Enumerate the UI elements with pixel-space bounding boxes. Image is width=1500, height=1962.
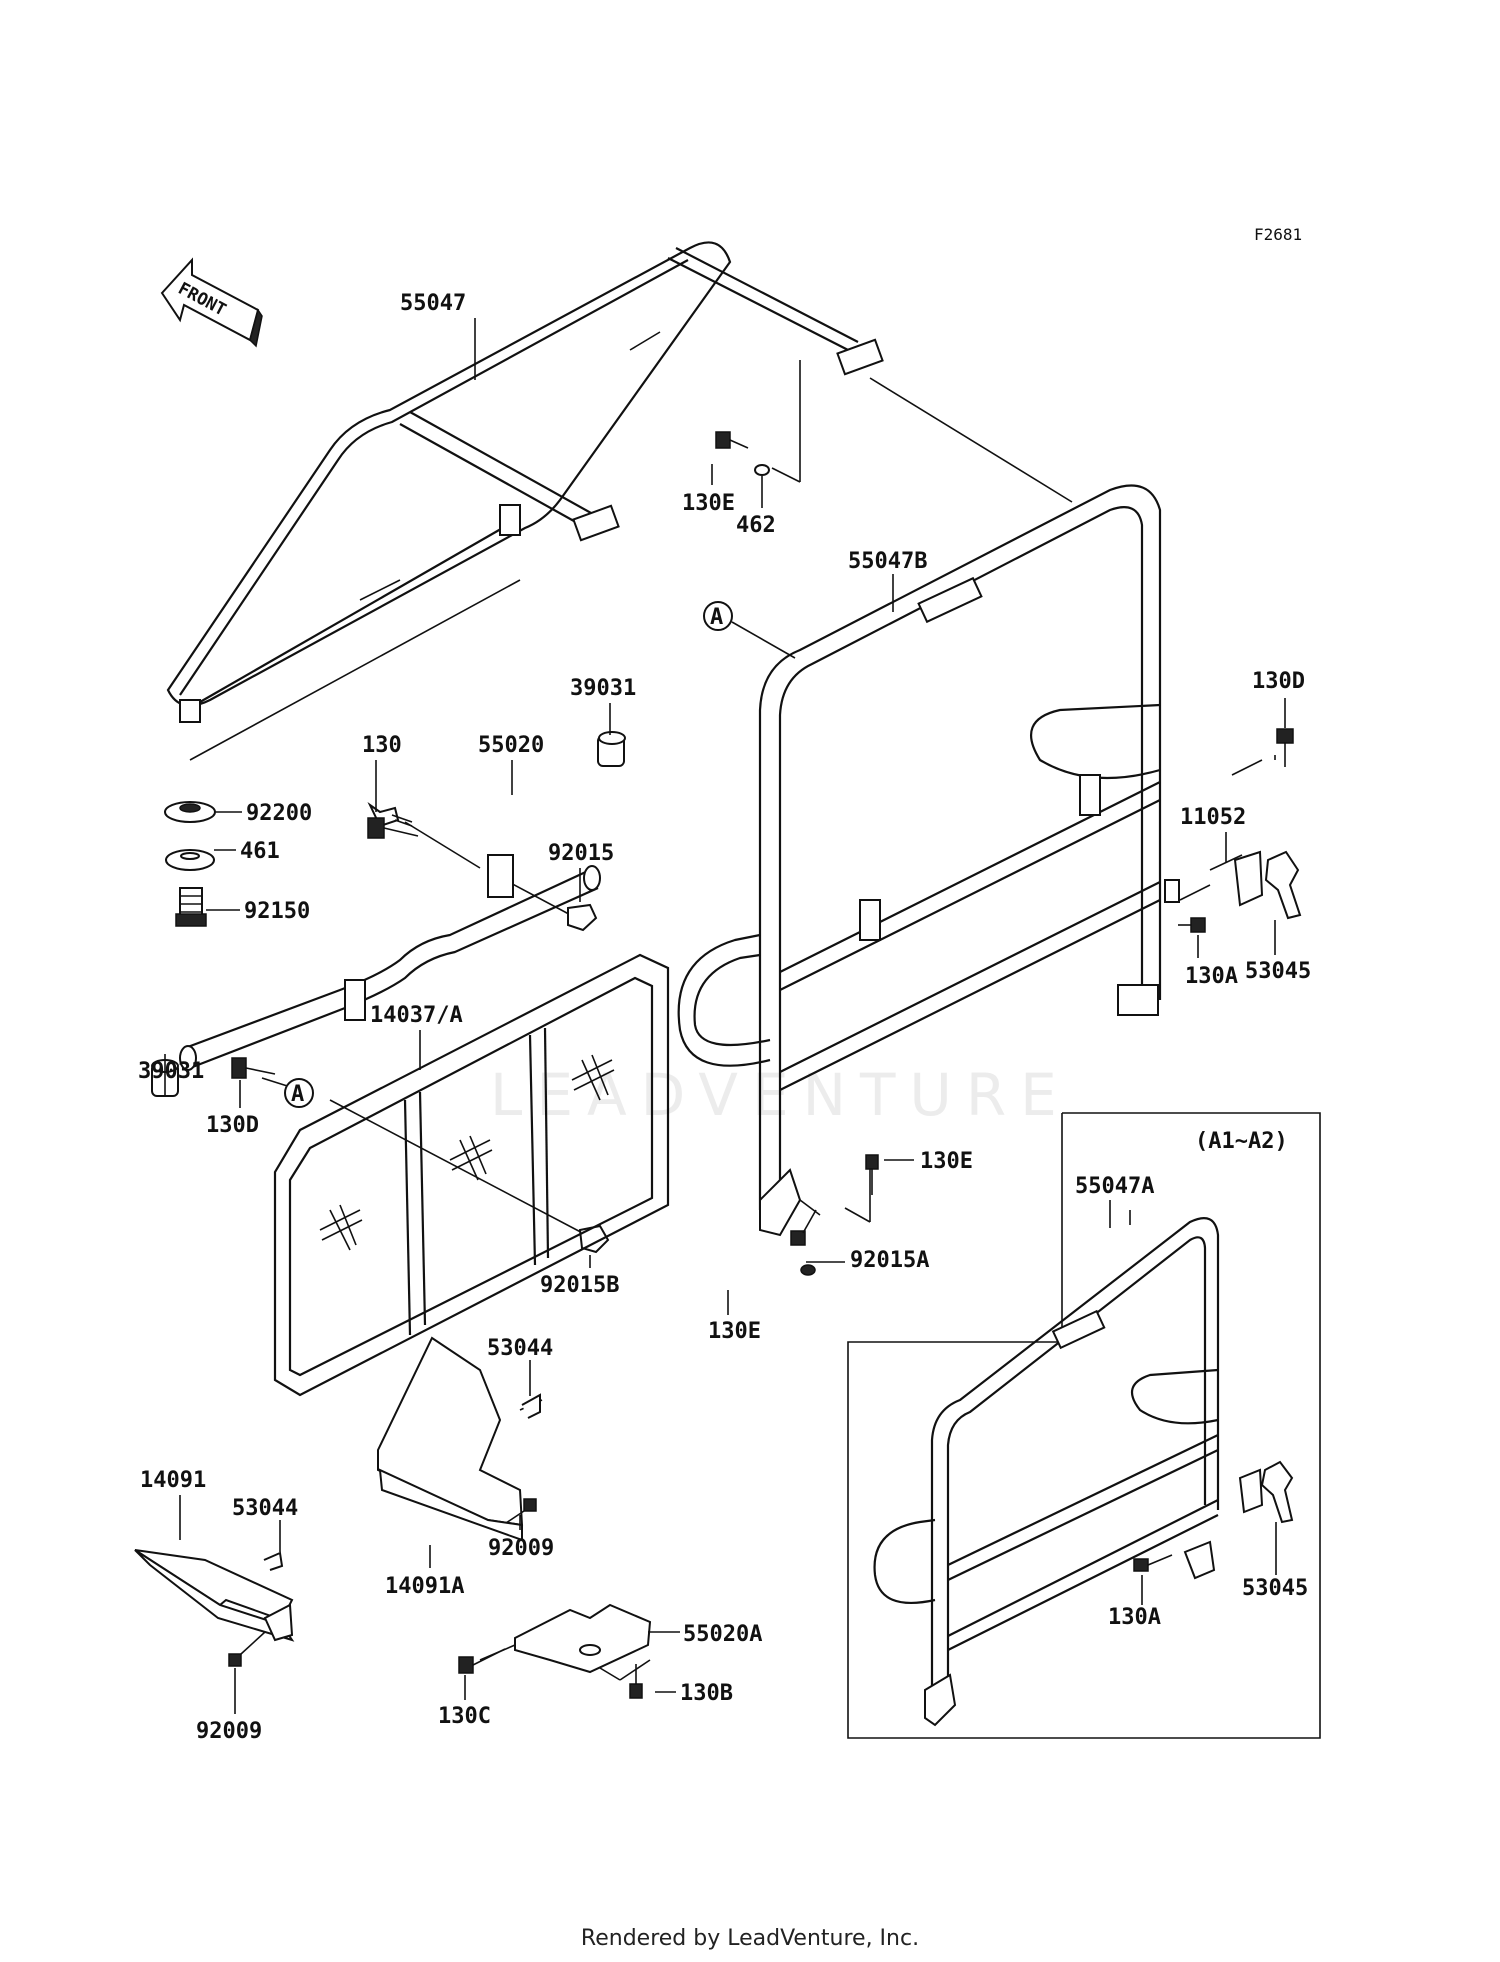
callout-130B: 130B — [680, 1681, 733, 1706]
callout-92150: 92150 — [244, 899, 310, 924]
inset-label: (A1~A2) — [1195, 1129, 1288, 1154]
ref-marker-a1: A — [703, 601, 733, 631]
callout-130D-left: 130D — [206, 1113, 259, 1138]
rear-screen-14037 — [273, 953, 670, 1397]
hardware-left — [164, 801, 216, 927]
svg-text:A: A — [291, 1082, 304, 1107]
callout-92015: 92015 — [548, 841, 614, 866]
bar-55020 — [151, 731, 626, 1254]
svg-text:A: A — [710, 605, 723, 630]
watermark: LEADVENTURE — [490, 1061, 1071, 1129]
callout-130E-top: 130E — [682, 491, 735, 516]
roof-frame-55047 — [166, 241, 884, 723]
callout-53045-main: 53045 — [1245, 959, 1311, 984]
clips-53044 — [263, 1360, 541, 1571]
callout-92200: 92200 — [246, 801, 312, 826]
rear-frame-55047B — [677, 484, 1180, 1237]
plate-55020A — [479, 1603, 680, 1674]
figure-code: F2681 — [1254, 225, 1302, 244]
callout-55020A: 55020A — [683, 1622, 762, 1647]
callout-130A-main: 130A — [1185, 964, 1238, 989]
callout-462: 462 — [736, 513, 776, 538]
callout-461: 461 — [240, 839, 280, 864]
callout-55047: 55047 — [400, 291, 466, 316]
callout-14091A: 14091A — [385, 1574, 464, 1599]
callout-leaders — [164, 318, 1286, 1714]
callout-39031-bottom: 39031 — [138, 1059, 204, 1084]
callout-39031-top: 39031 — [570, 676, 636, 701]
callout-92009-lower: 92009 — [196, 1719, 262, 1744]
callout-14037A: 14037/A — [370, 1003, 463, 1028]
callout-11052: 11052 — [1180, 805, 1246, 830]
callout-53045-inset: 53045 — [1242, 1576, 1308, 1601]
callout-130D-right: 130D — [1252, 669, 1305, 694]
callout-130E-low: 130E — [708, 1319, 761, 1344]
latch-53045 — [1233, 850, 1302, 920]
bolt-icons — [228, 431, 1294, 1699]
callout-130: 130 — [362, 733, 402, 758]
callout-53044-lower: 53044 — [232, 1496, 298, 1521]
footer-credit: Rendered by LeadVenture, Inc. — [580, 1926, 920, 1951]
callout-labels: 55047 55047B 55047A (A1~A2) 130E 462 130… — [138, 291, 1311, 1744]
side-panel-14091 — [134, 1549, 295, 1642]
callout-92015A: 92015A — [850, 1248, 929, 1273]
callout-130A-inset: 130A — [1108, 1605, 1161, 1630]
callout-14091: 14091 — [140, 1468, 206, 1493]
ref-marker-a2: A — [284, 1078, 314, 1108]
inset-box — [847, 1112, 1321, 1739]
callout-55047A: 55047A — [1075, 1174, 1154, 1199]
callout-53044-upper: 53044 — [487, 1336, 553, 1361]
front-arrow-icon: FRONT — [160, 257, 263, 348]
callout-130E-mid: 130E — [920, 1149, 973, 1174]
side-panel-14091A — [377, 1336, 524, 1542]
callout-92009-upper: 92009 — [488, 1536, 554, 1561]
callout-92015B: 92015B — [540, 1273, 619, 1298]
callout-55047B: 55047B — [848, 549, 927, 574]
callout-55020: 55020 — [478, 733, 544, 758]
callout-130C: 130C — [438, 1704, 491, 1729]
